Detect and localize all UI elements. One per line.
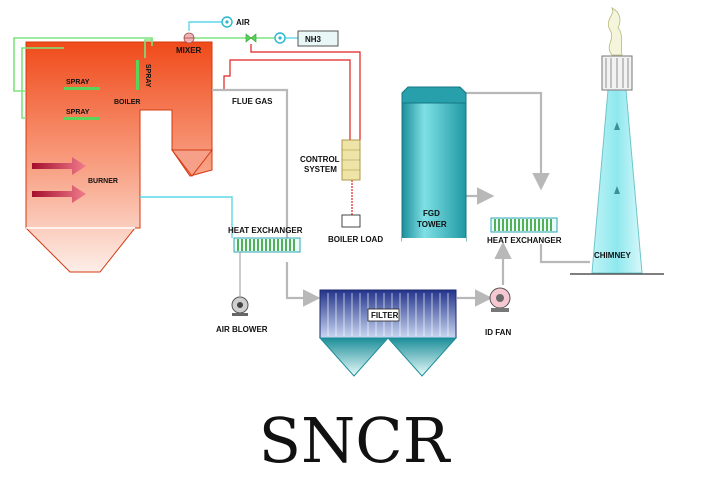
ammonia-lines <box>13 37 276 119</box>
boiler-load-box <box>341 214 361 228</box>
air-blower-icon <box>231 252 249 316</box>
label-mixer: MIXER <box>176 46 202 55</box>
label-spray-vertical: SPRAY <box>144 64 151 88</box>
burner-arrows <box>32 157 86 203</box>
label-heat-exchanger-right: HEAT EXCHANGER <box>487 236 562 245</box>
label-burner: BURNER <box>88 178 118 185</box>
air-lines <box>140 21 298 238</box>
smoke-plume <box>607 6 623 56</box>
mixer <box>183 32 195 44</box>
air-pump-icon <box>221 16 233 28</box>
label-fgd-2: TOWER <box>417 220 447 229</box>
label-flue-gas: FLUE GAS <box>232 97 273 106</box>
control-system <box>341 139 361 181</box>
spray-nozzles <box>64 60 139 120</box>
heat-exchanger-left <box>233 237 301 253</box>
label-air: AIR <box>236 18 250 27</box>
label-chimney: CHIMNEY <box>594 251 632 260</box>
label-spray-bottom: SPRAY <box>66 109 90 116</box>
label-fgd-1: FGD <box>423 209 440 218</box>
boiler <box>25 41 214 273</box>
label-id-fan: ID FAN <box>485 328 511 337</box>
label-filter: FILTER <box>371 311 399 320</box>
label-control-2: SYSTEM <box>304 165 337 174</box>
nh3-tank <box>297 30 339 47</box>
chimney <box>570 55 664 275</box>
flue-gas-pipes <box>212 88 590 307</box>
fgd-tower <box>401 86 467 242</box>
valve-icon <box>245 33 257 43</box>
label-boiler-load: BOILER LOAD <box>328 235 383 244</box>
nh3-pump-icon <box>274 32 286 44</box>
label-control-1: CONTROL <box>300 155 340 164</box>
label-boiler: BOILER <box>114 99 140 106</box>
heat-exchanger-right <box>490 217 558 233</box>
label-nh3: NH3 <box>305 35 322 44</box>
filter <box>318 289 458 377</box>
id-fan-icon <box>489 287 511 312</box>
label-air-blower: AIR BLOWER <box>216 325 268 334</box>
diagram-caption: SNCR <box>259 404 452 477</box>
label-spray-top: SPRAY <box>66 79 90 86</box>
label-heat-exchanger-left: HEAT EXCHANGER <box>228 226 303 235</box>
